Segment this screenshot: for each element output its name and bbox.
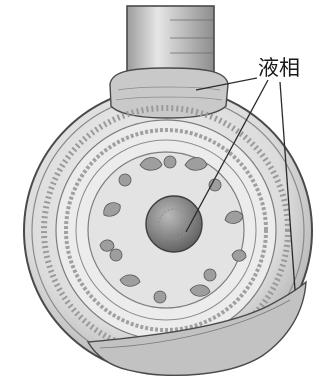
- mirror-center-boss: [146, 196, 202, 252]
- liquid-phase-label: 液相: [258, 56, 300, 80]
- neck-liquid-ring: [110, 68, 228, 118]
